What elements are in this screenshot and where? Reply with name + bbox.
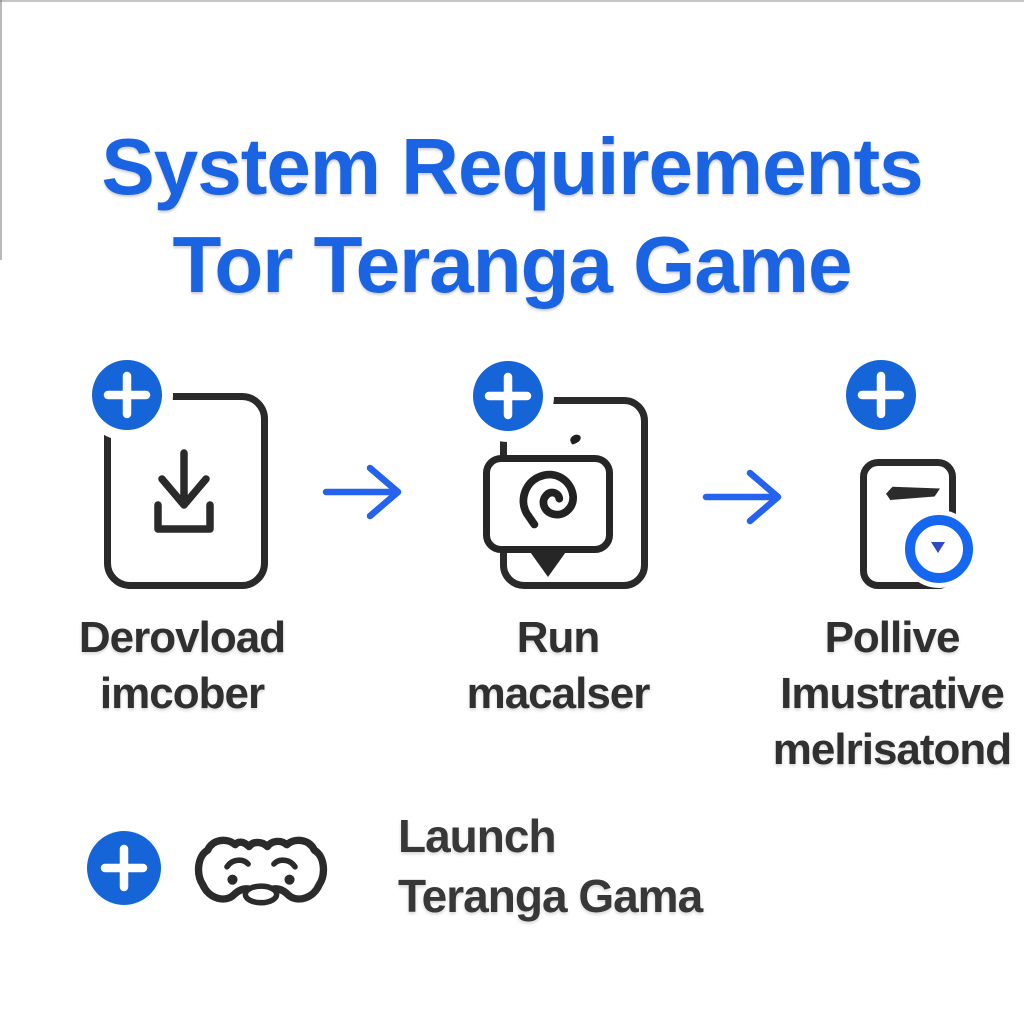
- ring-wedge: [931, 542, 945, 553]
- arrow-right-icon: [322, 464, 402, 520]
- label-line: Pollive: [824, 613, 961, 662]
- download-tray-icon: [154, 449, 214, 533]
- page-title: System Requirements Tor Teranga Game: [0, 118, 1024, 314]
- label-line: Run: [516, 613, 601, 662]
- spiral-glyph-icon: [519, 470, 577, 529]
- arrow-right-icon: [702, 469, 782, 525]
- edge-artifact-left: [0, 0, 2, 260]
- step-download-label: Derovload imcober: [40, 610, 324, 722]
- edge-artifact-top: [0, 0, 1024, 2]
- step-run-label: Run macalser: [420, 610, 696, 722]
- title-line-2: Tor Teranga Game: [172, 219, 853, 309]
- download-box-outline: [104, 393, 268, 589]
- plus-icon: [103, 371, 151, 419]
- label-line: Derovload: [78, 613, 286, 662]
- plus-icon: [484, 372, 532, 420]
- speech-bubble-pointer: [528, 549, 568, 577]
- gamepad-icon: [194, 836, 328, 906]
- plus-badge-icon: [87, 831, 161, 905]
- title-line-1: System Requirements: [101, 121, 923, 211]
- label-line: imcober: [99, 669, 265, 718]
- plus-badge-icon: [473, 361, 543, 431]
- plus-icon: [857, 371, 905, 419]
- launch-label: Launch Teranga Gama: [398, 806, 703, 926]
- plus-badge-icon: [846, 360, 916, 430]
- plus-badge-icon: [92, 360, 162, 430]
- label-line: melrisatond: [772, 725, 1012, 774]
- label-line: macalser: [466, 669, 651, 718]
- step-instructions-label: Pollive Imustrative melrisatond: [752, 610, 1024, 778]
- label-line: Teranga Gama: [398, 870, 703, 922]
- document-dash: [886, 486, 940, 500]
- plus-icon: [100, 844, 148, 892]
- label-line: Launch: [398, 810, 557, 862]
- label-line: Imustrative: [780, 669, 1005, 718]
